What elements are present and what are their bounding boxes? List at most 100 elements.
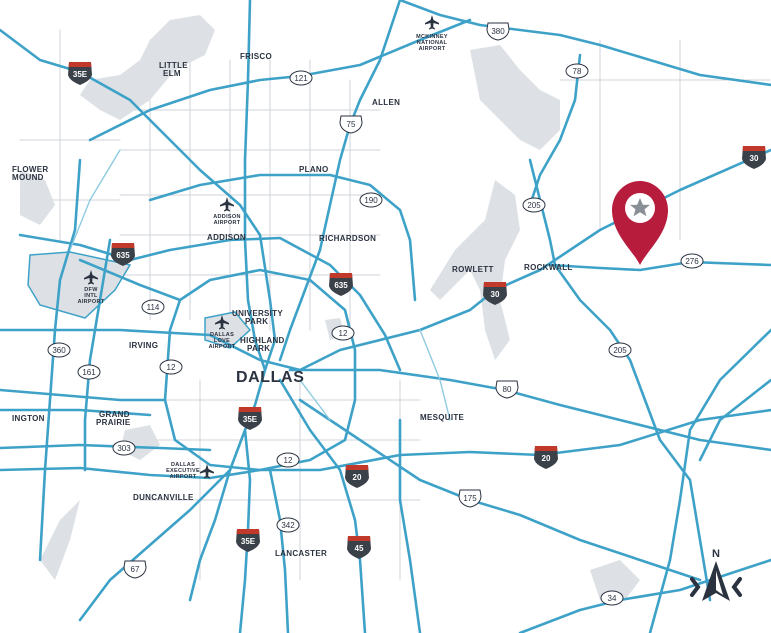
shield-us75: 75 bbox=[339, 115, 363, 134]
far-east bbox=[698, 378, 771, 462]
shield-i45: 45 bbox=[347, 536, 371, 559]
shield-sh121: 121 bbox=[289, 70, 313, 86]
svg-text:DFW: DFW bbox=[84, 287, 98, 293]
svg-text:DALLAS: DALLAS bbox=[171, 462, 195, 468]
svg-text:276: 276 bbox=[685, 257, 699, 266]
svg-text:AIRPORT: AIRPORT bbox=[78, 299, 105, 305]
svg-text:MESQUITE: MESQUITE bbox=[420, 413, 465, 422]
shield-i20-center: 20 bbox=[345, 465, 369, 488]
shield-us380: 380 bbox=[486, 22, 510, 41]
svg-text:AIRPORT: AIRPORT bbox=[209, 344, 236, 350]
svg-text:121: 121 bbox=[294, 74, 308, 83]
shield-us175: 175 bbox=[458, 489, 482, 508]
shield-sh276: 276 bbox=[680, 253, 704, 269]
shield-sh161: 161 bbox=[77, 364, 101, 380]
shield-us67: 67 bbox=[123, 560, 147, 579]
shield-i30-edge: 30 bbox=[742, 146, 766, 169]
svg-text:ELM: ELM bbox=[163, 69, 181, 78]
svg-text:MCKINNEY: MCKINNEY bbox=[416, 34, 448, 40]
svg-text:MOUND: MOUND bbox=[12, 173, 44, 182]
shield-i635-east: 635 bbox=[329, 273, 353, 296]
east-diagonal bbox=[648, 328, 771, 633]
north-connector bbox=[0, 388, 167, 402]
shield-sh78: 78 bbox=[565, 63, 589, 79]
svg-text:UNIVERSITY: UNIVERSITY bbox=[232, 309, 283, 318]
svg-text:205: 205 bbox=[527, 201, 541, 210]
airplane-icon bbox=[215, 315, 229, 330]
svg-text:GRAND: GRAND bbox=[99, 410, 130, 419]
us-80 bbox=[288, 368, 771, 452]
i-20 bbox=[0, 408, 771, 480]
sh-205-south bbox=[658, 438, 712, 602]
location-marker[interactable] bbox=[612, 181, 668, 265]
lavon-lake bbox=[470, 45, 560, 150]
shield-us80: 80 bbox=[495, 380, 519, 399]
svg-text:AIRPORT: AIRPORT bbox=[214, 220, 241, 226]
creek-2 bbox=[590, 560, 640, 600]
svg-text:30: 30 bbox=[750, 154, 759, 163]
shield-sh12-n: 12 bbox=[331, 325, 355, 341]
svg-text:67: 67 bbox=[131, 565, 140, 574]
svg-text:LANCASTER: LANCASTER bbox=[275, 549, 327, 558]
shield-i35e-south: 35E bbox=[236, 529, 260, 552]
svg-text:ADDISON: ADDISON bbox=[207, 233, 246, 242]
svg-text:RICHARDSON: RICHARDSON bbox=[319, 234, 376, 243]
svg-text:LITTLE: LITTLE bbox=[159, 61, 188, 70]
lake-lewisville bbox=[80, 15, 215, 120]
airplane-icon bbox=[220, 197, 234, 212]
svg-text:ADDISON: ADDISON bbox=[213, 214, 240, 220]
svg-text:IRVING: IRVING bbox=[129, 341, 158, 350]
svg-text:PARK: PARK bbox=[245, 317, 268, 326]
svg-text:342: 342 bbox=[281, 521, 295, 530]
shield-sh205-n: 205 bbox=[522, 197, 546, 213]
svg-text:80: 80 bbox=[503, 385, 512, 394]
svg-text:DUNCANVILLE: DUNCANVILLE bbox=[133, 493, 194, 502]
svg-text:360: 360 bbox=[52, 346, 66, 355]
svg-text:PLANO: PLANO bbox=[299, 165, 329, 174]
svg-text:INGTON: INGTON bbox=[12, 414, 45, 423]
svg-text:DALLAS: DALLAS bbox=[210, 332, 234, 338]
shield-sh360: 360 bbox=[47, 342, 71, 358]
svg-text:20: 20 bbox=[353, 473, 362, 482]
shield-i20-east: 20 bbox=[534, 446, 558, 469]
lakes bbox=[20, 15, 640, 600]
sh-205-north bbox=[528, 158, 662, 442]
shield-sh190: 190 bbox=[359, 192, 383, 208]
svg-text:12: 12 bbox=[167, 363, 176, 372]
shield-i635-west: 635 bbox=[111, 243, 135, 266]
svg-text:35E: 35E bbox=[243, 415, 258, 424]
sh-360 bbox=[38, 158, 82, 562]
svg-text:INTL: INTL bbox=[84, 293, 98, 299]
us-route-shields: 380 75 175 67 80 bbox=[123, 22, 519, 579]
svg-text:35E: 35E bbox=[73, 70, 88, 79]
svg-text:ROWLETT: ROWLETT bbox=[452, 265, 494, 274]
creek-1 bbox=[40, 500, 80, 580]
sh-303 bbox=[0, 443, 212, 452]
shield-sh205-s: 205 bbox=[608, 342, 632, 358]
dfw-airport-area bbox=[27, 251, 132, 319]
i-635 bbox=[18, 233, 402, 372]
shield-i30-east: 30 bbox=[483, 282, 507, 305]
airport-icons bbox=[84, 15, 439, 479]
svg-text:78: 78 bbox=[573, 67, 582, 76]
shield-sh342: 342 bbox=[276, 517, 300, 533]
svg-text:HIGHLAND: HIGHLAND bbox=[240, 336, 285, 345]
svg-text:30: 30 bbox=[491, 290, 500, 299]
southern-east bbox=[398, 418, 422, 633]
airplane-icon bbox=[200, 464, 214, 479]
us-67 bbox=[78, 468, 232, 622]
shield-i35e-dallas: 35E bbox=[238, 407, 262, 430]
us-175 bbox=[298, 398, 702, 582]
shield-sh12-w: 12 bbox=[159, 359, 183, 375]
sh-34 bbox=[518, 558, 771, 633]
sh-121 bbox=[88, 18, 472, 142]
shield-sh34: 34 bbox=[600, 590, 624, 606]
svg-text:12: 12 bbox=[339, 329, 348, 338]
svg-text:635: 635 bbox=[334, 281, 348, 290]
grand-prairie-road bbox=[0, 408, 152, 417]
svg-text:12: 12 bbox=[284, 456, 293, 465]
svg-text:FLOWER: FLOWER bbox=[12, 165, 48, 174]
svg-text:175: 175 bbox=[463, 494, 477, 503]
